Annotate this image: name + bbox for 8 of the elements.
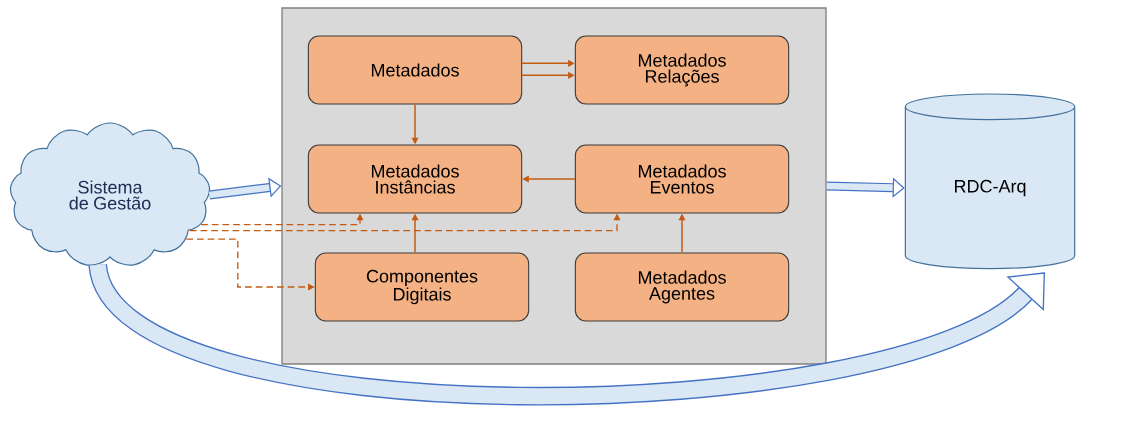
process-box: Componentes Digitais xyxy=(314,252,530,322)
process-box: Metadados xyxy=(307,35,523,105)
process-box: Metadados Instâncias xyxy=(307,144,523,214)
process-box: Metadados Eventos xyxy=(574,144,790,214)
block-arrow xyxy=(826,177,905,198)
process-box: Metadados Agentes xyxy=(574,252,790,322)
process-box: Metadados Relações xyxy=(574,35,790,105)
database-cylinder: RDC-Arq xyxy=(904,93,1076,270)
